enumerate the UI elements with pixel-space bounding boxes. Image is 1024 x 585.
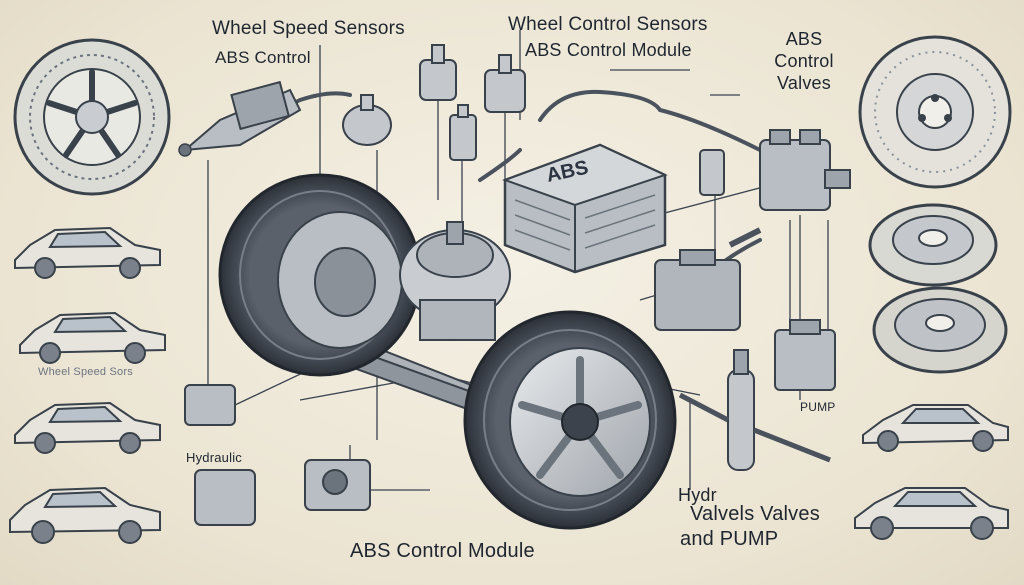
label-hydr: Hydr [678, 485, 717, 505]
pump-motor [399, 221, 511, 341]
label-valves: Valvels Valves [690, 503, 820, 525]
hydraulic-modules-left [184, 384, 371, 526]
pump-unit [774, 319, 836, 391]
wheel-speed-sensor-assembly [178, 80, 302, 157]
brake-disc-right-lower [872, 286, 1008, 374]
speed-sensor-right [678, 349, 831, 471]
sensor-units-top [342, 44, 725, 196]
brake-disc-top-left [13, 38, 171, 196]
left-tire [218, 173, 422, 377]
label-abs-control-module-bottom: ABS Control Module [350, 540, 535, 562]
leader-lines [207, 30, 829, 495]
hydraulic-unit-right [654, 227, 762, 331]
label-and-pump: and PUMP [680, 528, 779, 550]
brake-disc-top-right [858, 35, 1012, 189]
label-abs-control: ABS Control [215, 48, 311, 67]
label-abs-control-valves: ABS Control Valves [774, 29, 834, 93]
label-speed-sensor-faint: Wheel Speed Sors [38, 366, 133, 378]
brake-disc-right-middle [868, 203, 998, 287]
label-wheel-speed-sensors: Wheel Speed Sensors [212, 18, 405, 39]
control-valves [759, 129, 851, 211]
car-sketches-right [854, 404, 1009, 540]
abs-module: ABS [502, 143, 668, 274]
label-abs-control-module-top: ABS Control Module [525, 40, 692, 60]
label-hydraulic: Hydraulic [186, 450, 242, 465]
label-pump: PUMP [800, 400, 836, 414]
car-sketches-left [9, 226, 166, 544]
label-wheel-control-sensors: Wheel Control Sensors [508, 14, 708, 35]
right-tire [463, 310, 677, 530]
